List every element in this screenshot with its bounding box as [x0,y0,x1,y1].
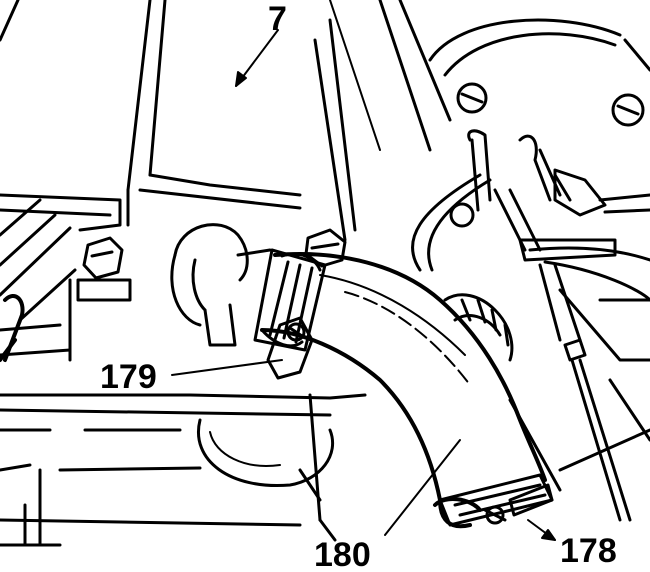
leader-179 [171,359,283,376]
left-grille [0,193,122,362]
vacuum-lines [411,18,650,522]
bracket-bolt-left [76,236,132,302]
arrowhead-178 [541,529,556,541]
callout-179: 179 [100,358,157,396]
leader-180 [384,439,461,536]
corrugated-bellows [443,293,514,362]
arrowhead-7 [235,71,247,87]
callout-178: 178 [560,532,617,570]
callout-180: 180 [314,536,371,572]
engine-housing [0,0,452,242]
hose-clamp-179 [253,228,347,380]
hose-clamp-178 [438,473,554,527]
intake-outlet [170,223,272,347]
callout-7: 7 [268,0,287,38]
leader-lines [171,29,556,541]
lower-engine-block [0,393,367,547]
callout-labels: 7 179 180 178 [100,0,617,572]
